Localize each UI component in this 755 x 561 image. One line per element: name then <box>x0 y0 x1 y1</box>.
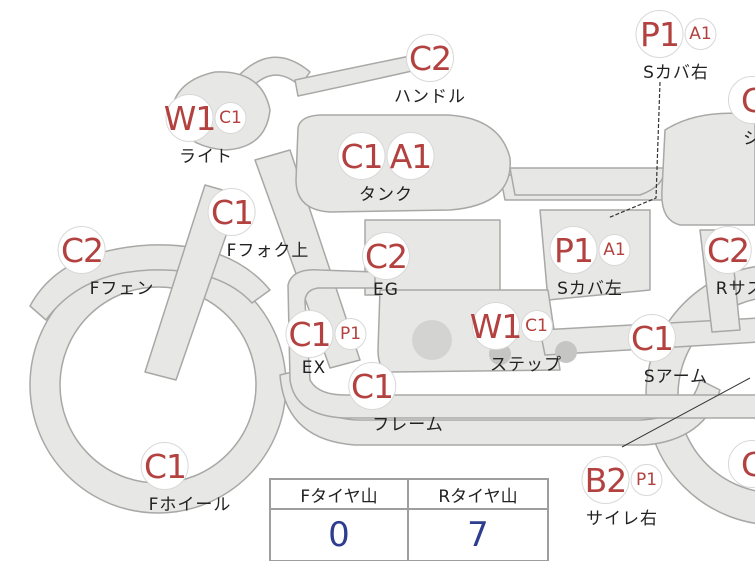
grade-badge: A1 <box>386 132 435 180</box>
grade-badge: C1 <box>627 314 676 362</box>
step-peg-right <box>555 341 577 363</box>
exhaust-pipe-shape <box>287 269 755 419</box>
silencer-leader-line <box>621 377 751 448</box>
part-handle: C2 ハンドル <box>394 34 466 107</box>
part-label: ライト <box>179 147 233 167</box>
part-swing-arm: C1 Sアーム <box>627 314 709 387</box>
part-rear-wheel: C <box>728 440 755 488</box>
part-side-cover-right: P1 A1 Sカバ右 <box>635 10 717 83</box>
part-engine: C2 EG <box>362 232 410 300</box>
part-label: Sアーム <box>643 367 709 387</box>
part-label: Sカバ右 <box>643 63 709 83</box>
part-label: Rサス <box>715 279 755 299</box>
grade-badge: C1 <box>141 442 189 490</box>
part-front-wheel: C1 Fホイール <box>141 442 232 515</box>
part-label: フレーム <box>372 415 444 435</box>
grade-badge: P1 <box>549 226 598 274</box>
tire-table-header-row: Fタイヤ山 Rタイヤ山 <box>269 478 549 510</box>
grade-badge: A1 <box>684 18 717 50</box>
grade-badge: C1 <box>285 310 334 358</box>
grade-badge: P1 <box>630 464 663 496</box>
front-tire-header: Fタイヤ山 <box>269 478 409 510</box>
grade-badge: C1 <box>348 362 396 410</box>
grade-badge: P1 <box>635 10 684 58</box>
part-fork-upper: C1 Fフォク上 <box>208 188 310 261</box>
part-label: ハンドル <box>394 87 466 107</box>
engine-cover-circle <box>412 320 452 360</box>
part-label: Fフェン <box>89 279 155 299</box>
grade-badge: C1 <box>337 132 386 180</box>
part-label: サイレ右 <box>586 509 658 529</box>
part-side-cover-left: P1 A1 Sカバ左 <box>549 226 631 299</box>
part-front-fender: C2 Fフェン <box>58 226 155 299</box>
grade-badge: W1 <box>164 94 216 142</box>
part-light: W1 C1 ライト <box>164 94 247 167</box>
part-label: タンク <box>359 185 413 205</box>
part-step: W1 C1 ステップ <box>462 302 562 375</box>
part-silencer-right: B2 P1 サイレ右 <box>581 456 663 529</box>
rear-tire-header: Rタイヤ山 <box>407 478 549 510</box>
grade-badge: A1 <box>598 234 631 266</box>
part-label: EG <box>373 280 399 300</box>
part-rear-sus: C2 Rサス <box>703 226 755 299</box>
rear-tire-value: 7 <box>407 508 549 561</box>
part-seat: C シ <box>728 76 755 149</box>
part-frame: C1 フレーム <box>348 362 444 435</box>
part-label: ステップ <box>490 355 562 375</box>
grade-badge: W1 <box>470 302 522 350</box>
grade-badge: C1 <box>208 188 256 236</box>
grade-badge: C <box>728 76 755 124</box>
tire-table-value-row: 0 7 <box>269 508 549 561</box>
seat-shape <box>509 167 666 196</box>
grade-badge: C1 <box>520 310 553 342</box>
part-label: Sカバ左 <box>557 279 623 299</box>
seat-rear-shape <box>661 112 755 226</box>
grade-badge: B2 <box>581 456 630 504</box>
part-label: EX <box>301 358 327 378</box>
part-label: Fホイール <box>148 495 232 515</box>
grade-badge: P1 <box>334 318 367 350</box>
front-tire-value: 0 <box>269 508 409 561</box>
grade-badge: C2 <box>362 232 410 280</box>
part-exhaust: C1 P1 EX <box>285 310 367 378</box>
grade-badge: C2 <box>406 34 454 82</box>
grade-badge: C <box>728 440 755 488</box>
grade-badge: C2 <box>703 226 752 274</box>
grade-badge: C2 <box>58 226 106 274</box>
part-tank: C1 A1 タンク <box>337 132 435 205</box>
side-cover-right-leader-line <box>607 81 661 219</box>
part-label: シ <box>743 129 755 149</box>
part-label: Fフォク上 <box>226 241 310 261</box>
grade-badge: C1 <box>214 102 247 134</box>
tire-tread-table: Fタイヤ山 Rタイヤ山 0 7 <box>269 478 549 561</box>
